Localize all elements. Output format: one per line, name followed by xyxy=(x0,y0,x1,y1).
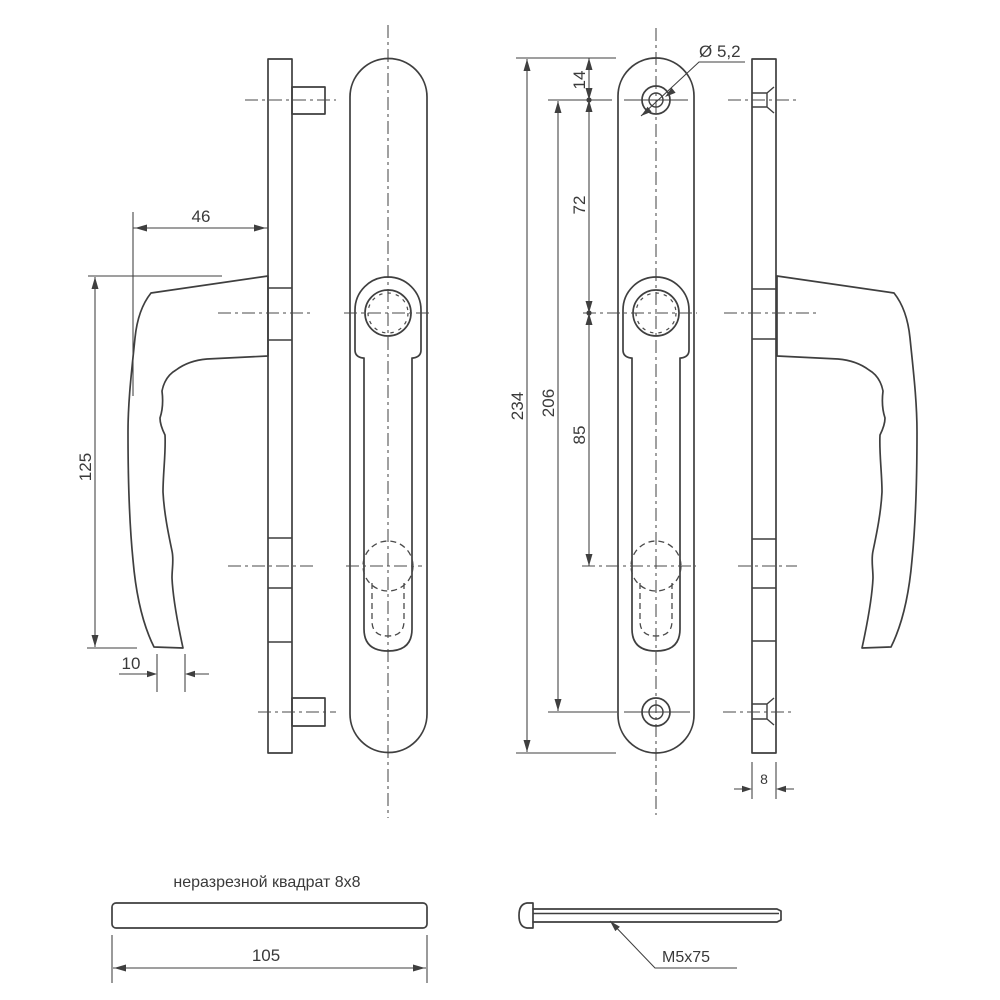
dimension-206: 206 xyxy=(539,101,562,711)
left-side-view xyxy=(127,58,336,754)
left-handle-outline xyxy=(127,275,269,649)
right-plate-section-lines xyxy=(752,288,776,642)
left-plate-section-lines xyxy=(268,287,292,643)
dim-72-label: 72 xyxy=(570,196,589,215)
left-keyhole-slot-hidden xyxy=(371,583,405,637)
dim-8-label: 8 xyxy=(760,771,768,787)
dim-206-label: 206 xyxy=(539,389,558,417)
right-handle-grip-front xyxy=(631,357,681,652)
callout-hole-diameter: Ø 5,2 xyxy=(640,42,745,117)
dim-85-label: 85 xyxy=(570,426,589,445)
square-bar xyxy=(111,902,428,929)
dimension-46: 46 xyxy=(132,207,268,396)
hole-diameter-label: Ø 5,2 xyxy=(699,42,741,61)
dimension-chain-14-72-85: 14 72 85 xyxy=(570,58,593,566)
dim-125-label: 125 xyxy=(76,453,95,481)
left-backplate-edge xyxy=(267,58,293,754)
screw-figure: M5x75 xyxy=(518,902,782,969)
ext-lines-105 xyxy=(111,935,428,983)
ext-lines-8 xyxy=(751,762,777,799)
dim-14-label: 14 xyxy=(570,71,589,90)
dim-234-label: 234 xyxy=(508,392,527,420)
left-handle-grip-front xyxy=(363,357,413,652)
screw-size-label: M5x75 xyxy=(662,949,710,966)
right-side-view xyxy=(723,58,918,754)
leader-hole-diameter xyxy=(640,61,745,117)
square-bar-caption: неразрезной квадрат 8x8 xyxy=(173,874,360,891)
left-front-view xyxy=(218,25,432,818)
right-handle-outline xyxy=(776,275,918,649)
dimension-8: 8 xyxy=(734,762,794,799)
square-bar-figure: неразрезной квадрат 8x8 105 xyxy=(111,874,428,983)
right-hub-arch xyxy=(622,276,690,359)
right-plate-outline xyxy=(617,57,695,754)
right-keyhole-slot-hidden xyxy=(639,583,673,637)
dimension-125: 125 xyxy=(76,275,222,649)
dimension-234: 234 xyxy=(508,59,531,752)
right-front-view xyxy=(582,28,697,815)
left-hub-arch xyxy=(354,276,422,359)
dim-105-label: 105 xyxy=(252,946,280,965)
screw-shaft xyxy=(532,908,782,923)
ext-lines-10 xyxy=(156,654,186,692)
dimension-10: 10 xyxy=(119,654,209,692)
dimension-extension-lines xyxy=(516,57,617,754)
dim-46-label: 46 xyxy=(192,207,211,226)
screw-head xyxy=(518,902,534,929)
right-backplate-edge xyxy=(751,58,777,754)
leader-screw xyxy=(609,920,737,969)
left-plate-outline xyxy=(349,57,428,754)
dim-10-label: 10 xyxy=(122,654,141,673)
countersink-top xyxy=(752,86,775,114)
